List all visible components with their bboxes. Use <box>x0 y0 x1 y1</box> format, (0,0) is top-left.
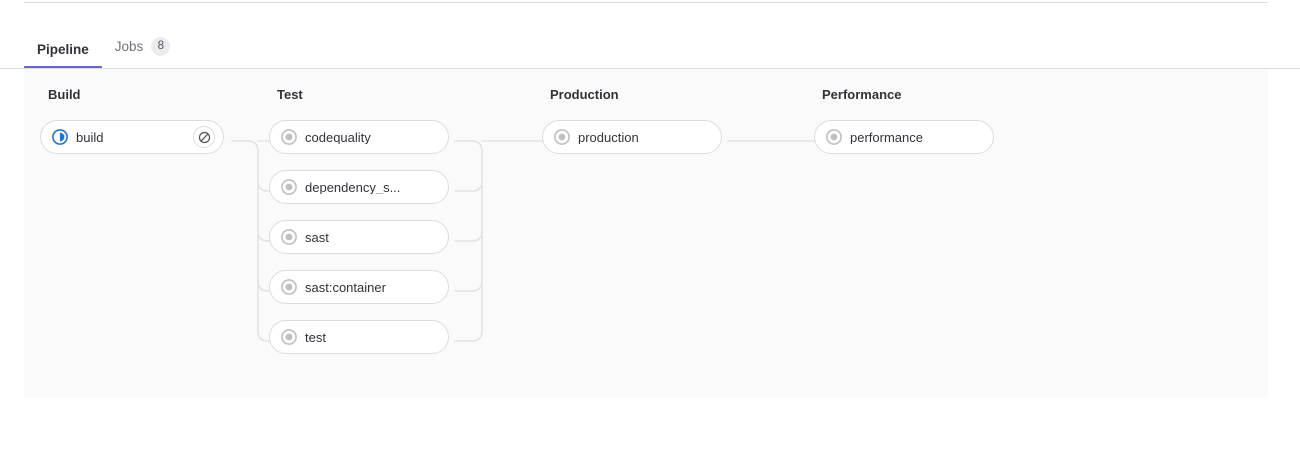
job-production[interactable]: production <box>542 120 722 154</box>
job-name-codequality: codequality <box>305 130 371 144</box>
stage-production: Production production <box>542 87 722 154</box>
pipeline-panel: Build build <box>24 69 1268 397</box>
stage-test: Test codequality dependency_s... <box>269 87 449 354</box>
status-created-icon <box>281 129 297 145</box>
status-created-icon <box>554 129 570 145</box>
stage-jobs-test: codequality dependency_s... sast <box>269 120 449 354</box>
status-created-icon <box>281 179 297 195</box>
tab-bar-bottom-border <box>0 68 1300 69</box>
tab-active-underline <box>24 66 102 69</box>
job-codequality[interactable]: codequality <box>269 120 449 154</box>
stage-jobs-production: production <box>542 120 722 154</box>
job-name-dependency-scanning: dependency_s... <box>305 180 401 194</box>
tab-jobs[interactable]: Jobs 8 <box>102 37 184 69</box>
stage-jobs-performance: performance <box>814 120 994 154</box>
stage-title-production: Production <box>550 87 619 102</box>
job-name-test: test <box>305 330 326 344</box>
tab-bar: Pipeline Jobs 8 <box>0 24 1300 69</box>
job-name-sast: sast <box>305 230 329 244</box>
job-name-production: production <box>578 130 639 144</box>
job-sast[interactable]: sast <box>269 220 449 254</box>
status-running-icon <box>52 129 68 145</box>
cancel-icon[interactable] <box>193 126 215 148</box>
status-created-icon <box>281 279 297 295</box>
tab-pipeline-label: Pipeline <box>37 41 89 57</box>
tab-jobs-count-badge: 8 <box>151 37 171 56</box>
stage-jobs-build: build <box>40 120 224 154</box>
job-build[interactable]: build <box>40 120 224 154</box>
stage-title-performance: Performance <box>822 87 902 102</box>
stage-build: Build build <box>40 87 224 154</box>
status-created-icon <box>281 229 297 245</box>
job-test[interactable]: test <box>269 320 449 354</box>
job-name-sast-container: sast:container <box>305 280 386 294</box>
tab-jobs-label: Jobs <box>114 38 144 54</box>
job-name-performance: performance <box>850 130 923 144</box>
pipeline-graph: Build build <box>24 69 1268 397</box>
job-name-build: build <box>76 130 104 144</box>
status-created-icon <box>281 329 297 345</box>
stage-title-test: Test <box>277 87 303 102</box>
tab-list: Pipeline Jobs 8 <box>24 24 183 69</box>
job-sast-container[interactable]: sast:container <box>269 270 449 304</box>
stage-title-build: Build <box>48 87 81 102</box>
status-created-icon <box>826 129 842 145</box>
tab-pipeline[interactable]: Pipeline <box>24 41 102 69</box>
job-dependency-scanning[interactable]: dependency_s... <box>269 170 449 204</box>
stage-performance: Performance performance <box>814 87 994 154</box>
top-divider <box>24 2 1268 3</box>
job-performance[interactable]: performance <box>814 120 994 154</box>
